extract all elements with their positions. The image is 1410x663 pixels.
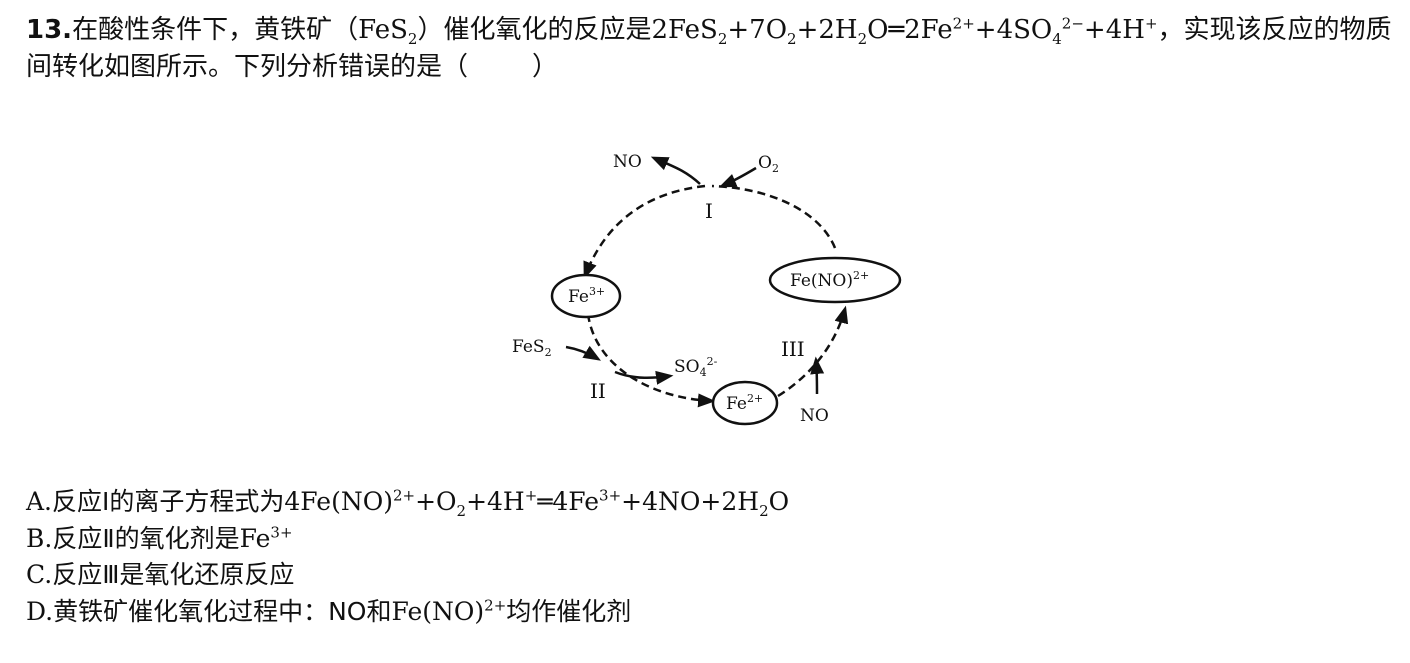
- eq-t1: 2FeS: [651, 15, 718, 45]
- eq-t4: O═2Fe: [867, 15, 953, 45]
- eq-t2: +7O: [727, 15, 788, 45]
- label-so4: SO42-: [674, 355, 718, 379]
- stem-fes2-base: FeS: [358, 15, 408, 45]
- arrow-so4-out: [614, 370, 674, 385]
- eq-s3: 2: [857, 30, 868, 49]
- eq-s5: 4: [1052, 30, 1062, 49]
- a-f2sub: 2: [456, 502, 467, 520]
- b-f1sup: 3+: [270, 523, 293, 542]
- fe-no-sup: 2+: [853, 269, 869, 282]
- label-fes2: FeS2: [512, 337, 552, 359]
- fe2-sup: 2+: [747, 392, 763, 405]
- option-c[interactable]: C.反应Ⅲ是氧化还原反应: [26, 557, 789, 594]
- label-fe3: Fe3+: [568, 285, 605, 307]
- option-d-letter: D.: [26, 596, 54, 626]
- label-fe-no: Fe(NO)2+: [790, 269, 869, 291]
- stem-fes2-sub: 2: [407, 30, 418, 49]
- so4-base: SO: [674, 357, 700, 377]
- b-f1: Fe: [239, 523, 271, 553]
- cycle-arc-bottom-left: [586, 313, 716, 408]
- option-a-formula: 4Fe(NO)2++O2+4H+═4Fe3++4NO+2H2O: [284, 486, 790, 519]
- option-d-text-1: 黄铁矿催化氧化过程中：NO和: [53, 596, 392, 626]
- reaction-cycle-svg: NO O2 I Fe3+ Fe(NO)2+ FeS2 SO42- II III …: [512, 152, 902, 426]
- arrow-o2-in: [718, 166, 757, 188]
- option-d-formula: Fe(NO)2+: [392, 597, 507, 626]
- fes2-sub: 2: [545, 346, 552, 359]
- label-stage-1: I: [705, 199, 713, 223]
- a-f5sub: 2: [759, 502, 769, 520]
- option-b-formula: Fe3+: [240, 524, 293, 553]
- option-a-text: 反应Ⅰ的离子方程式为: [52, 487, 285, 516]
- so4-sub: 4: [700, 366, 707, 379]
- d-f1sup: 2+: [484, 596, 507, 615]
- fes2-base: FeS: [512, 337, 545, 357]
- stem-text-1: 在酸性条件下，黄铁矿（: [72, 15, 359, 45]
- option-a-letter: A.: [26, 487, 53, 516]
- fe-no-base: Fe(NO): [790, 271, 853, 291]
- eq-t6: +4H: [1083, 15, 1145, 45]
- arrow-no-out: [650, 156, 701, 185]
- a-f3: +4H: [466, 487, 525, 516]
- option-b-text: 反应Ⅱ的氧化剂是: [52, 523, 240, 553]
- eq-s2: 2: [787, 30, 797, 49]
- eq-t3: +2H: [796, 15, 858, 45]
- answer-options: A.反应Ⅰ的离子方程式为4Fe(NO)2++O2+4H+═4Fe3++4NO+2…: [26, 484, 789, 630]
- so4-sup: 2-: [707, 355, 718, 368]
- option-d[interactable]: D.黄铁矿催化氧化过程中：NO和Fe(NO)2+均作催化剂: [26, 594, 789, 631]
- o2-base: O: [758, 153, 772, 173]
- a-f4: ═4Fe: [537, 487, 600, 516]
- a-f6: O: [768, 487, 790, 516]
- fe3-sup: 3+: [589, 285, 605, 298]
- question-number: 13.: [26, 15, 73, 45]
- label-fe2: Fe2+: [726, 392, 763, 414]
- question-stem: 13.在酸性条件下，黄铁矿（FeS2）催化氧化的反应是2FeS2+7O2+2H2…: [26, 12, 1396, 86]
- label-stage-3: III: [781, 337, 805, 361]
- label-o2: O2: [758, 153, 779, 175]
- a-f5: +4NO+2H: [621, 487, 760, 516]
- o2-sub: 2: [772, 162, 779, 175]
- option-b[interactable]: B.反应Ⅱ的氧化剂是Fe3+: [26, 521, 789, 558]
- option-b-letter: B.: [26, 523, 53, 553]
- stem-text-2: ）催化氧化的反应是: [417, 15, 652, 45]
- a-f2: +O: [415, 487, 457, 516]
- eq-s1: 2: [717, 30, 728, 49]
- a-f4sup: 3+: [599, 486, 622, 505]
- a-f3sup: +: [524, 486, 538, 505]
- eq-t5: +4SO: [974, 15, 1053, 45]
- label-no-bottom: NO: [800, 406, 829, 426]
- eq-p4: 2+: [952, 14, 975, 33]
- fe2-ellipse: [711, 380, 779, 426]
- option-c-text: 反应Ⅲ是氧化还原反应: [52, 560, 295, 589]
- label-stage-2: II: [590, 379, 606, 403]
- cycle-arc-top-right: [711, 184, 837, 249]
- eq-p5: 2−: [1061, 14, 1084, 33]
- a-f1sup: 2+: [392, 486, 416, 505]
- stem-fes2: FeS2: [358, 15, 418, 49]
- eq-p6: +: [1144, 14, 1158, 33]
- stem-text-3: ，实现该反应的物质间转化如图所示。下列分析错误的是（: [26, 15, 1392, 82]
- option-a[interactable]: A.反应Ⅰ的离子方程式为4Fe(NO)2++O2+4H+═4Fe3++4NO+2…: [26, 484, 789, 521]
- arrow-fes2-in: [565, 345, 602, 361]
- fe3-ellipse: [550, 273, 622, 319]
- d-f1: Fe(NO): [391, 596, 485, 626]
- fe3-base: Fe: [568, 287, 589, 307]
- reaction-cycle-diagram: NO O2 I Fe3+ Fe(NO)2+ FeS2 SO42- II III …: [500, 136, 920, 436]
- cycle-arc-top-left: [583, 184, 706, 280]
- fe2-base: Fe: [726, 394, 747, 414]
- a-f1: 4Fe(NO): [284, 487, 393, 516]
- fe-no-ellipse: [768, 256, 902, 304]
- label-no-top: NO: [613, 152, 642, 172]
- option-c-letter: C.: [26, 560, 53, 589]
- overall-equation: 2FeS2+7O2+2H2O═2Fe2++4SO42−+4H+: [651, 14, 1158, 49]
- option-d-text-2: 均作催化剂: [506, 596, 632, 626]
- arrow-no-in: [810, 356, 825, 395]
- stem-end: ）: [532, 52, 559, 82]
